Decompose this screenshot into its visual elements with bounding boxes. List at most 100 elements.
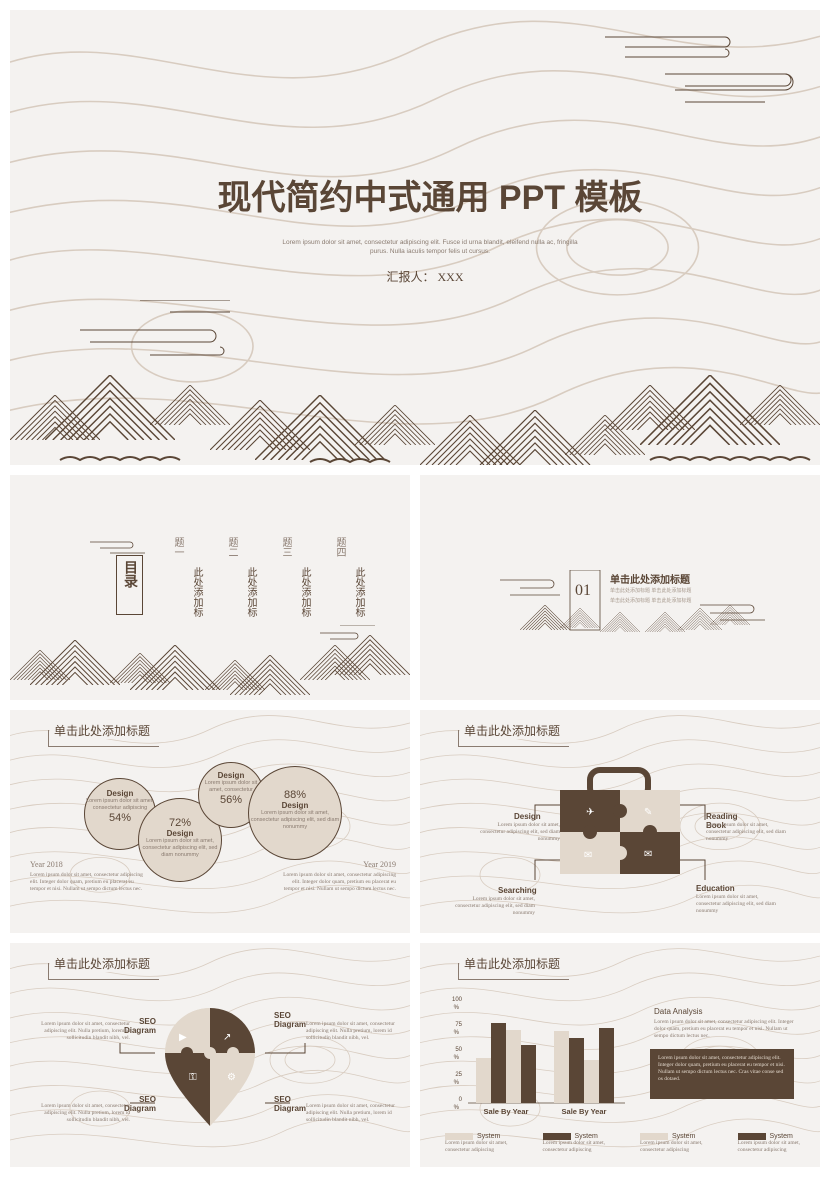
toc-item[interactable]: 题三 此处添加标 — [278, 537, 312, 617]
header-line — [48, 730, 159, 747]
puzzle-text: Lorem ipsum dolor sit amet, consectetur … — [696, 894, 776, 914]
year-right: Year 2019 — [363, 860, 396, 869]
circle-text: Lorem ipsum dolor sit amet, consectetur … — [142, 838, 218, 858]
cover-title: 现代简约中式通用 PPT 模板 — [217, 179, 643, 217]
pin-text: Lorem ipsum dolor sit amet, consectetur … — [306, 1021, 395, 1041]
legend-label: System — [672, 1133, 696, 1140]
svg-text:✉: ✉ — [644, 849, 652, 860]
bar — [476, 1058, 491, 1103]
circle-title: Design — [106, 789, 134, 798]
svg-text:✉: ✉ — [584, 850, 592, 861]
pin-text: Lorem ipsum dolor sit amet, consectetur … — [41, 1103, 130, 1123]
cloud-lines-left — [80, 300, 230, 356]
puzzle-label-reading: Reading Book — [706, 812, 738, 830]
bar — [491, 1023, 506, 1103]
puzzle-text: Lorem ipsum dolor sit amet, consectetur … — [480, 822, 560, 842]
section-sub2: 单击此处添加标题 单击此处添加标题 — [610, 598, 692, 604]
legend-swatch — [445, 1133, 473, 1140]
x-tick-label: Sale By Year — [484, 1107, 529, 1116]
puzzle-bag-graphic: ✈ ✎ ✉ ✉ — [534, 767, 706, 880]
puzzle-slide: 单击此处添加标题 ✈ ✎ ✉ ✉ Design Lorem ipsum dolo… — [420, 710, 820, 933]
slide-header[interactable]: 单击此处添加标题 — [460, 955, 565, 972]
chart-slide: 单击此处添加标题 0% 25% 50% 75% 100% Sale By Year Sale… — [420, 943, 820, 1167]
y-tick-unit: % — [454, 1030, 460, 1036]
pin-arrows — [119, 1043, 306, 1104]
year-right-text: Lorem ipsum dolor sit amet, consectetur … — [283, 872, 396, 892]
cloud-lines-top — [605, 36, 794, 103]
section-number: 01 — [575, 582, 591, 599]
slide-header[interactable]: 单击此处添加标题 — [460, 722, 565, 739]
legend-text: Lorem ipsum dolor sit amet, consectetur … — [640, 1140, 703, 1153]
legend-label: System — [574, 1133, 598, 1140]
cover-subtitle: Lorem ipsum dolor sit amet, consectetur … — [282, 239, 578, 255]
toc-item-body: 此处添加标 — [191, 567, 202, 617]
data-analysis-box-text: Lorem ipsum dolor sit amet, consectetur … — [658, 1055, 785, 1082]
circle-design-4: 88% Design Lorem ipsum dolor sit amet, c… — [248, 766, 342, 860]
bar — [521, 1045, 536, 1103]
toc-item[interactable]: 题二 此处添加标 — [224, 537, 258, 617]
circle-percent: 56% — [219, 794, 243, 806]
toc-item-body: 此处添加标 — [245, 567, 256, 617]
header-line — [458, 730, 569, 747]
svg-text:✈: ✈ — [586, 807, 594, 818]
legend-item: System Lorem ipsum dolor sit amet, conse… — [737, 1133, 816, 1154]
y-tick-unit: % — [454, 1005, 460, 1011]
legend-item: System Lorem ipsum dolor sit amet, conse… — [445, 1133, 523, 1154]
circle-title: Design — [217, 771, 245, 780]
section-sub1: 单击此处添加标题 单击此处添加标题 — [610, 588, 692, 594]
toc-items: 题一 此处添加标 题二 此处添加标 题三 此处添加标 题四 此处添加标 — [170, 537, 366, 617]
section-title: 单击此处添加标题 — [610, 575, 690, 586]
toc-item-body: 此处添加标 — [299, 567, 310, 617]
pin-label: SEO Diagram — [123, 1095, 156, 1113]
circle-percent: 88% — [283, 789, 307, 801]
slide-header[interactable]: 单击此处添加标题 — [50, 722, 155, 739]
toc-item[interactable]: 题四 此处添加标 — [332, 537, 366, 617]
legend-label: System — [477, 1133, 501, 1140]
circle-text: Lorem ipsum dolor sit amet, consectetur … — [250, 810, 340, 830]
cover-slide: 现代简约中式通用 PPT 模板 Lorem ipsum dolor sit am… — [10, 10, 820, 465]
circles-slide: 单击此处添加标题 Design Lorem ipsum dolor sit am… — [10, 710, 410, 933]
slide-header[interactable]: 单击此处添加标题 — [50, 955, 155, 972]
bar — [506, 1030, 521, 1103]
legend-swatch — [640, 1133, 668, 1140]
y-tick-unit: % — [454, 1080, 460, 1086]
pin-label: SEO Diagram — [274, 1095, 307, 1113]
pin-text: Lorem ipsum dolor sit amet, consectetur … — [41, 1021, 130, 1041]
puzzle-label-design: Design — [514, 812, 541, 821]
pin-text: Lorem ipsum dolor sit amet, consectetur … — [306, 1103, 395, 1123]
section-slide: 01 单击此处添加标题 单击此处添加标题 单击此处添加标题 单击此处添加标题 单… — [420, 475, 820, 700]
header-line — [48, 963, 159, 980]
circle-text: Lorem ipsum dolor sit amet, consectetur — [204, 780, 258, 793]
circle-text: Lorem ipsum dolor sit amet, consectetur … — [86, 798, 154, 811]
cover-reporter: 汇报人： XXX — [386, 270, 464, 284]
x-tick-label: Sale By Year — [562, 1107, 607, 1116]
toc-item[interactable]: 题一 此处添加标 — [170, 537, 204, 617]
bar-chart: 0% 25% 50% 75% 100% Sale By Year Sale By Year — [452, 997, 625, 1116]
y-tick-label: 100 — [452, 997, 463, 1003]
data-analysis-text: Lorem ipsum dolor sit amet, consectetur … — [654, 1019, 794, 1039]
puzzle-label-searching: Searching — [498, 886, 537, 895]
puzzle-text: Lorem ipsum dolor sit amet, consectetur … — [706, 822, 786, 842]
svg-text:↗: ↗ — [223, 1032, 231, 1043]
mountain-range — [10, 375, 820, 465]
toc-item-head: 题四 — [334, 537, 345, 557]
y-tick-label: 75 — [455, 1022, 462, 1028]
toc-label-box: 目录 — [116, 555, 143, 615]
y-tick-unit: % — [454, 1055, 460, 1061]
y-tick-label: 25 — [455, 1072, 462, 1078]
toc-item-head: 题一 — [172, 537, 183, 557]
y-tick-label: 0 — [459, 1097, 463, 1103]
legend-item: System Lorem ipsum dolor sit amet, conse… — [542, 1133, 621, 1154]
toc-item-body: 此处添加标 — [353, 567, 364, 617]
svg-text:⚙: ⚙ — [227, 1072, 236, 1083]
data-analysis-box: Lorem ipsum dolor sit amet, consectetur … — [650, 1049, 794, 1099]
legend-swatch — [542, 1133, 571, 1140]
section-decoration — [500, 570, 765, 632]
y-tick-label: 50 — [455, 1047, 462, 1053]
legend-label: System — [769, 1133, 793, 1140]
mountain-range — [10, 625, 410, 695]
y-tick-unit: % — [454, 1105, 460, 1111]
circle-percent: 72% — [168, 817, 192, 829]
pin-slide: 单击此处添加标题 ▶ ↗ ⚿ ⚙ SEO Diagram Lorem ipsum… — [10, 943, 410, 1167]
circle-title: Design — [281, 801, 309, 810]
